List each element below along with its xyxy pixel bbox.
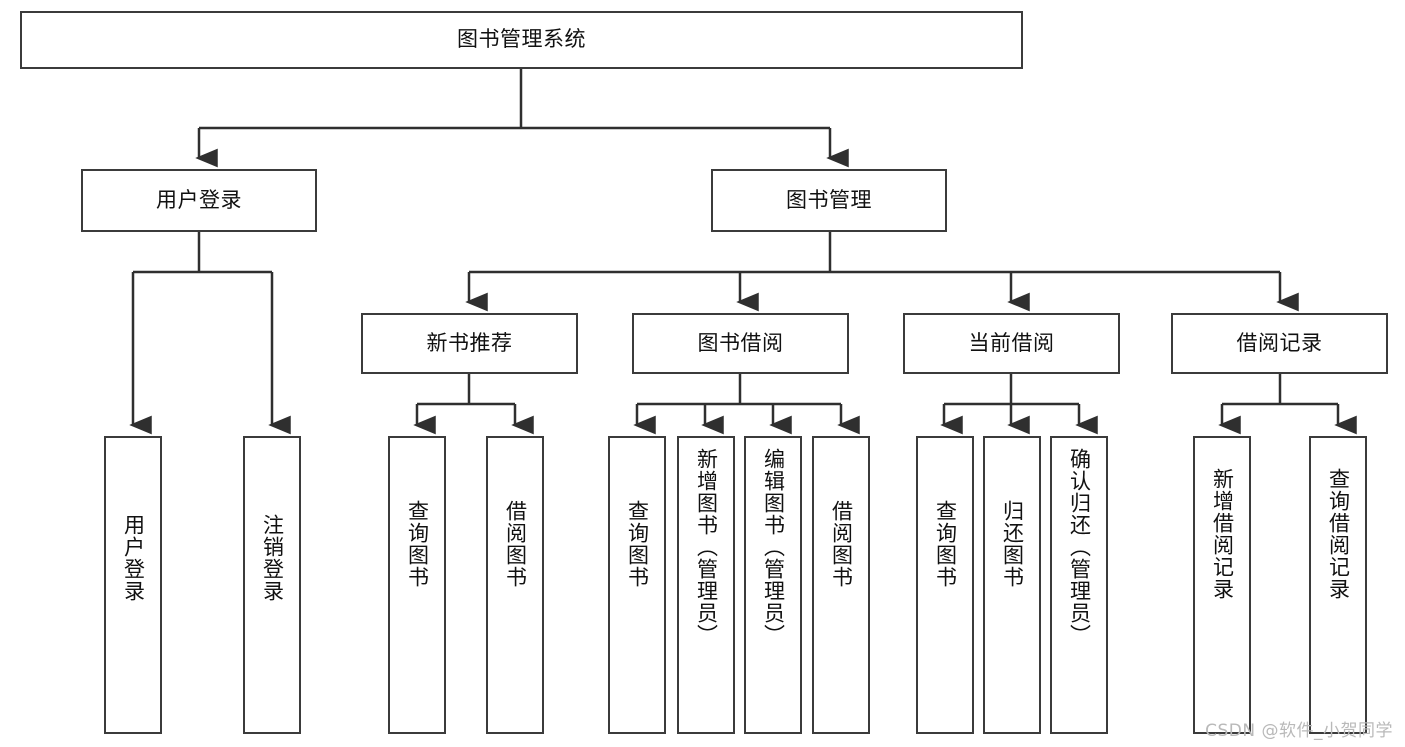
node-new-book-recommendation[interactable]: 新书推荐 <box>361 313 578 374</box>
node-root-book-management-system[interactable]: 图书管理系统 <box>20 11 1023 69</box>
leaf-add-borrow-record-label: 新增借阅记录 <box>1210 468 1235 600</box>
leaf-return-books[interactable]: 归还图书 <box>983 436 1041 734</box>
leaf-query-books-current[interactable]: 查询图书 <box>916 436 974 734</box>
leaf-user-login-label: 用户登录 <box>121 514 146 602</box>
leaf-add-borrow-record[interactable]: 新增借阅记录 <box>1193 436 1251 734</box>
node-current-borrowing[interactable]: 当前借阅 <box>903 313 1120 374</box>
node-user-login[interactable]: 用户登录 <box>81 169 317 232</box>
leaf-query-books-current-label: 查询图书 <box>933 500 958 588</box>
node-user-login-label: 用户登录 <box>156 187 242 212</box>
leaf-edit-book-admin[interactable]: 编辑图书（管理员） <box>744 436 802 734</box>
leaf-edit-book-admin-label: 编辑图书（管理员） <box>761 448 786 646</box>
node-book-borrowing[interactable]: 图书借阅 <box>632 313 849 374</box>
leaf-query-books-new[interactable]: 查询图书 <box>388 436 446 734</box>
leaf-query-books[interactable]: 查询图书 <box>608 436 666 734</box>
node-root-label: 图书管理系统 <box>457 27 586 52</box>
leaf-return-books-label: 归还图书 <box>1000 500 1025 588</box>
node-new-book-recommendation-label: 新书推荐 <box>426 330 513 355</box>
node-borrowing-record[interactable]: 借阅记录 <box>1171 313 1388 374</box>
leaf-query-borrow-record[interactable]: 查询借阅记录 <box>1309 436 1367 734</box>
leaf-add-book-admin[interactable]: 新增图书（管理员） <box>677 436 735 734</box>
leaf-logout[interactable]: 注销登录 <box>243 436 301 734</box>
leaf-confirm-return-admin[interactable]: 确认归还（管理员） <box>1050 436 1108 734</box>
leaf-borrow-books-label: 借阅图书 <box>829 500 854 588</box>
node-book-management[interactable]: 图书管理 <box>711 169 947 232</box>
leaf-borrow-books[interactable]: 借阅图书 <box>812 436 870 734</box>
watermark: CSDN @软件_小贺同学 <box>1205 721 1393 741</box>
leaf-query-books-label: 查询图书 <box>625 500 650 588</box>
leaf-logout-label: 注销登录 <box>260 514 285 602</box>
leaf-query-books-new-label: 查询图书 <box>405 500 430 588</box>
node-book-management-label: 图书管理 <box>786 187 872 212</box>
leaf-user-login[interactable]: 用户登录 <box>104 436 162 734</box>
leaf-query-borrow-record-label: 查询借阅记录 <box>1326 468 1351 600</box>
leaf-borrow-books-new[interactable]: 借阅图书 <box>486 436 544 734</box>
node-current-borrowing-label: 当前借阅 <box>968 330 1055 355</box>
leaf-add-book-admin-label: 新增图书（管理员） <box>694 448 719 646</box>
leaf-borrow-books-new-label: 借阅图书 <box>503 500 528 588</box>
leaf-confirm-return-admin-label: 确认归还（管理员） <box>1067 448 1092 646</box>
node-book-borrowing-label: 图书借阅 <box>697 330 784 355</box>
node-borrowing-record-label: 借阅记录 <box>1236 330 1323 355</box>
